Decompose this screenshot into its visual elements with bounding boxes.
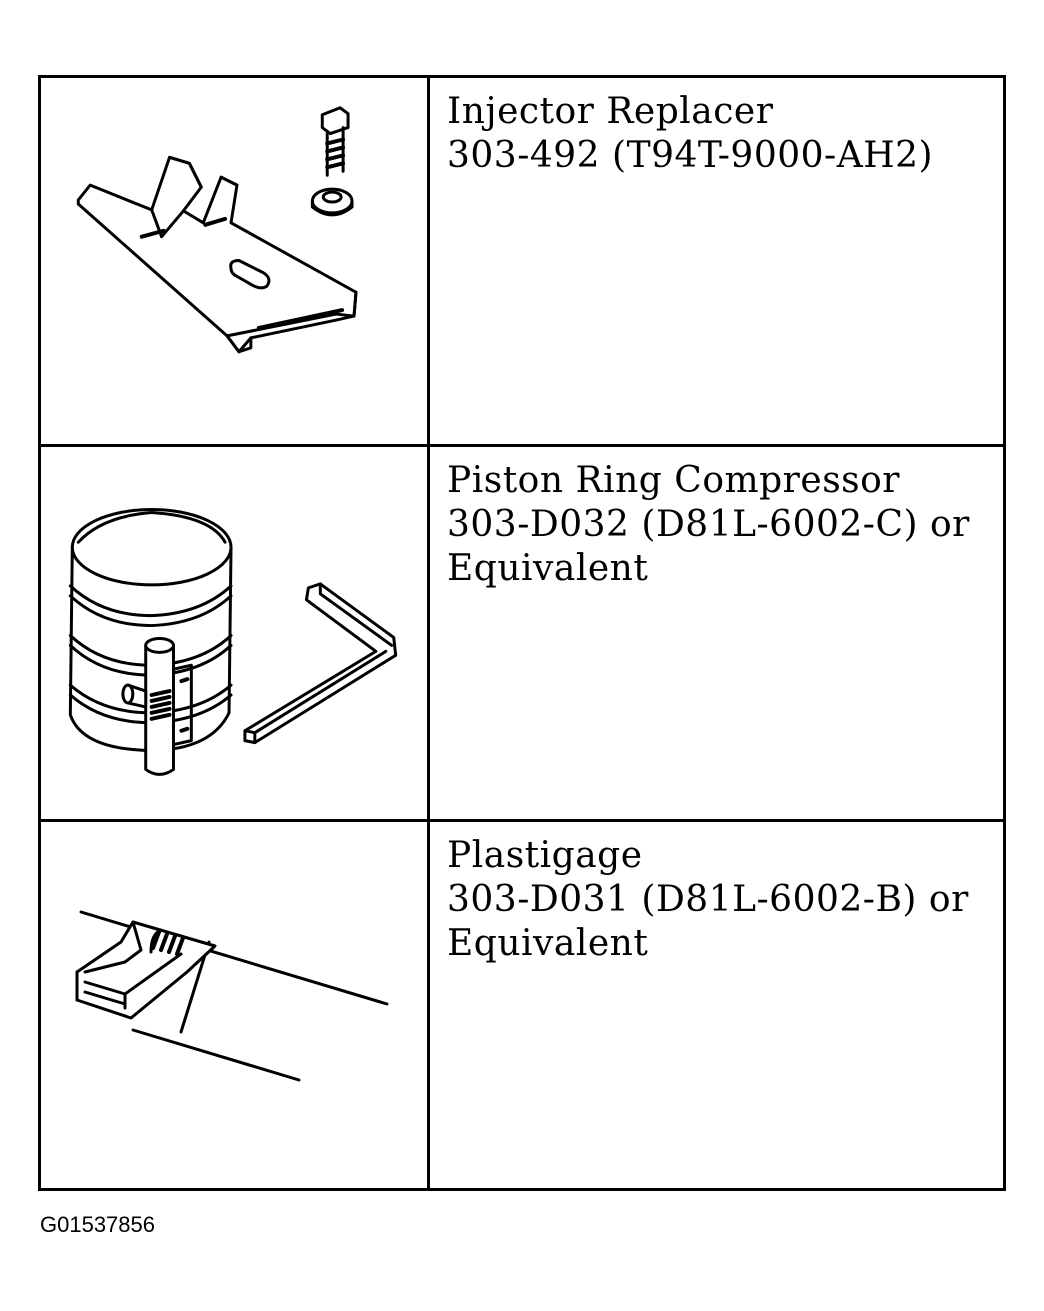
tool-number: 303-D032 (D81L-6002-C) or [447, 504, 970, 545]
tool-number: 303-492 (T94T-9000-AH2) [447, 135, 934, 176]
tool-number: 303-D031 (D81L-6002-B) or [447, 879, 969, 920]
table-row: Plastigage 303-D031 (D81L-6002-B) or Equ… [41, 822, 1003, 1188]
tool-note: Equivalent [447, 923, 649, 964]
tool-table: Injector Replacer 303-492 (T94T-9000-AH2… [38, 75, 1006, 1191]
tool-label: Injector Replacer 303-492 (T94T-9000-AH2… [447, 90, 987, 178]
tool-name: Piston Ring Compressor [447, 460, 901, 501]
table-row: Piston Ring Compressor 303-D032 (D81L-60… [41, 447, 1003, 822]
piston-ring-compressor-icon [41, 447, 427, 819]
tool-note: Equivalent [447, 548, 649, 589]
figure-id: G01537856 [40, 1212, 155, 1237]
injector-replacer-icon [41, 78, 427, 444]
tool-label: Plastigage 303-D031 (D81L-6002-B) or Equ… [447, 834, 987, 966]
plastigage-icon [41, 822, 427, 1188]
tool-name: Plastigage [447, 835, 643, 876]
table-row: Injector Replacer 303-492 (T94T-9000-AH2… [41, 78, 1003, 447]
tool-name: Injector Replacer [447, 91, 774, 132]
column-divider [427, 78, 430, 1188]
tool-label: Piston Ring Compressor 303-D032 (D81L-60… [447, 459, 987, 591]
